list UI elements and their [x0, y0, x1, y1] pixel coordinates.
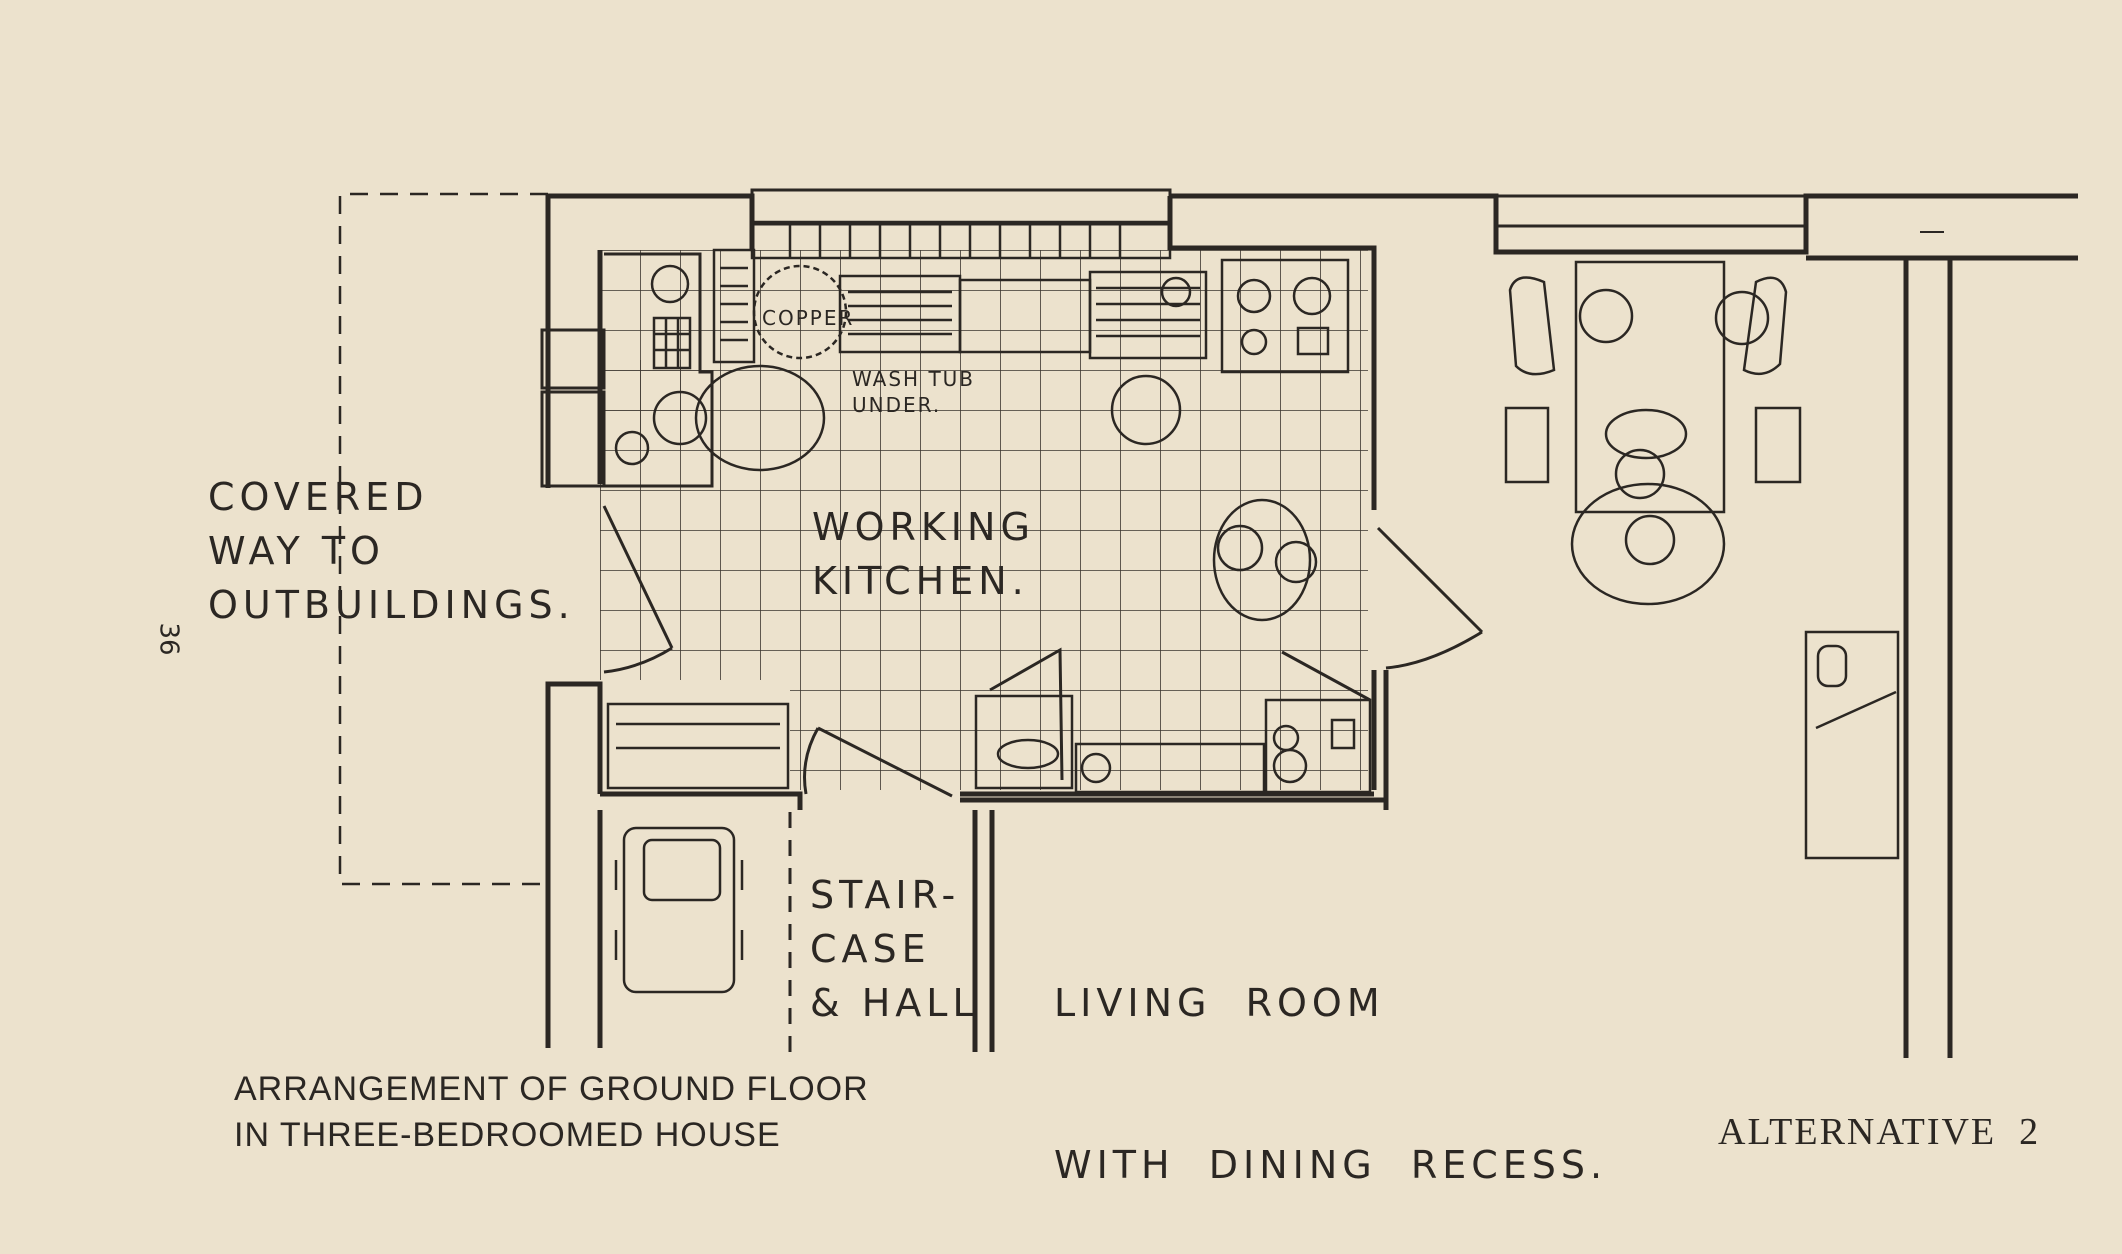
alternative-label: ALTERNATIVE 2	[1718, 1111, 2041, 1153]
wash-tub-label: WASH TUB UNDER.	[852, 367, 976, 417]
covered-way-outline	[338, 192, 548, 886]
kitchen-furniture	[606, 364, 1372, 794]
figure-caption: ARRANGEMENT OF GROUND FLOOR IN THREE-BED…	[234, 1070, 869, 1154]
covered-way-label: COVERED WAY TO OUTBUILDINGS.	[208, 475, 575, 627]
walls	[540, 188, 2078, 1058]
page-number: 36	[153, 622, 184, 656]
working-kitchen-label: WORKING KITCHEN.	[812, 505, 1035, 603]
dining-furniture	[1504, 260, 1900, 860]
copper-label: COPPER	[762, 306, 855, 330]
pram	[614, 826, 744, 994]
staircase-label: STAIR- CASE & HALL	[810, 873, 979, 1025]
doors	[602, 505, 1484, 798]
kitchen-fittings	[650, 220, 1350, 374]
living-room-label: LIVING ROOM WITH DINING RECESS.	[1054, 981, 1608, 1187]
